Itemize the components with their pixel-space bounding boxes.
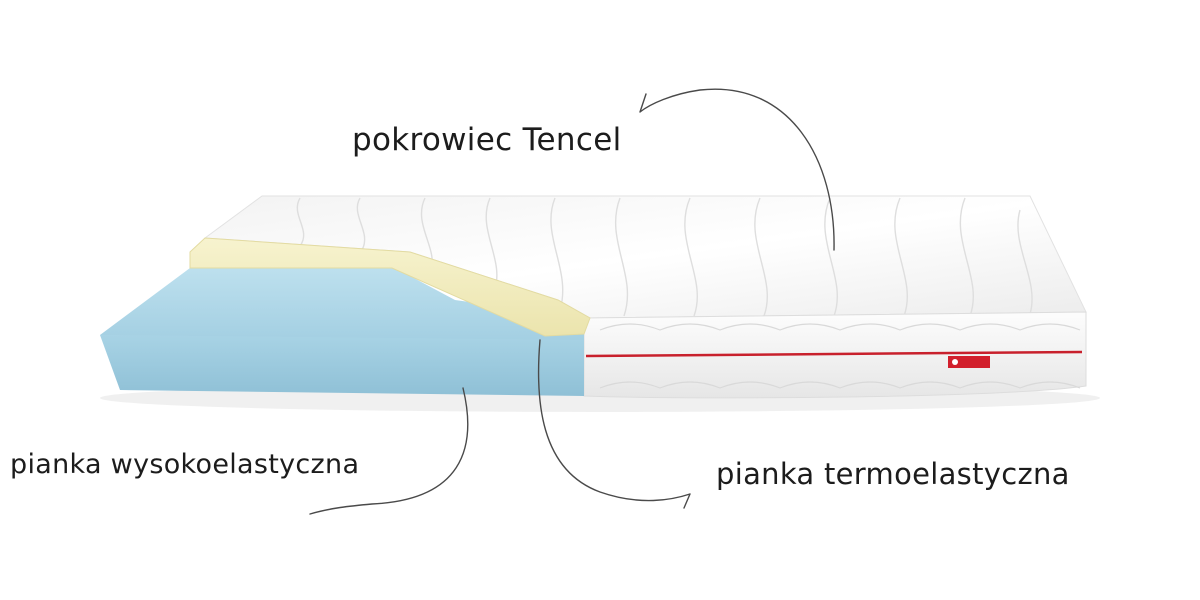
hr-foam-leader-arrow [309,387,469,515]
cover-quilting [296,197,1033,317]
blue-foam-top [100,268,584,342]
cover-label: pokrowiec Tencel [352,122,622,158]
memory-foam-leader-arrow [537,339,691,509]
memory-foam-layer [189,237,591,337]
blue-foam-front [100,335,584,396]
red-stripe [585,350,1083,358]
high-resilience-foam-label: pianka wysokoelastyczna [10,449,360,480]
brand-tag [948,356,990,368]
cover-leader-arrow [639,88,835,251]
memory-foam-label: pianka termoelastyczna [716,457,1070,491]
cover-side-quilting [599,323,1081,389]
